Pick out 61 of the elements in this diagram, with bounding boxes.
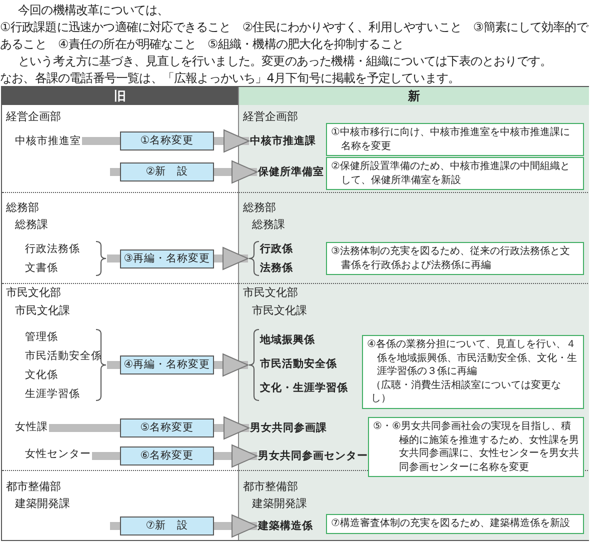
department-name: 総務課	[15, 218, 48, 232]
department-name: 建築開発課	[15, 497, 70, 511]
department-name: 総務部	[6, 201, 39, 215]
note-text: （広聴・消費生活相談室については変更なし）	[370, 378, 562, 406]
note-box	[326, 123, 584, 156]
unit-name: 男女共同参画センター	[258, 449, 368, 463]
department-name: 市民文化課	[252, 304, 307, 318]
department-name: 都市整備部	[243, 480, 298, 494]
column-header: 新	[238, 87, 589, 105]
edge-label: ⑤名称変更	[120, 418, 214, 438]
department-name: 総務課	[252, 218, 285, 232]
note-box	[326, 242, 584, 275]
unit-name: 文書係	[25, 261, 58, 275]
intro-text: ①行政課題に迅速かつ適確に対応できること ②住民にわかりやすく、利用しやすいこと ③簡素にして効率的であること ④責任の所在が明確なこと ⑤組織・機構の肥大化を抑制すること	[0, 19, 590, 53]
department-name: 建築開発課	[252, 497, 307, 511]
note-box	[326, 514, 584, 534]
brace-drawing	[249, 241, 259, 276]
note-text: ④各係の業務分担について、見直しを行い、４係を地域振興係、市民活動安全係、文化・生涯学習係の３係に再編	[367, 338, 578, 378]
unit-name: 保健所準備室	[258, 165, 324, 179]
intro-text: 今回の機構改革については、	[17, 2, 170, 19]
unit-name: 建築構造係	[258, 519, 313, 533]
unit-name: 生涯学習係	[25, 387, 80, 401]
unit-name: 男女共同参画課	[250, 421, 327, 435]
unit-name: 地域振興係	[260, 333, 315, 347]
column-header: 旧	[2, 87, 238, 105]
edge-label: ⑦新 設	[120, 516, 214, 536]
department-name: 経営企画部	[6, 110, 61, 124]
note-text: ②保健所設置準備のため、中核市推進課の中間組織として、保健所準備室を新設	[331, 160, 571, 187]
brace-drawing	[249, 329, 259, 401]
note-text: ⑦構造審査体制の充実を図るため、建築構造係を新設	[331, 517, 571, 530]
unit-name: 中核市推進室	[15, 134, 81, 148]
intro-text: なお、各課の電話番号一覧は、「広報よっかいち」4月下旬号に掲載を予定しています。	[0, 70, 461, 87]
note-box	[326, 157, 584, 190]
department-name: 都市整備部	[6, 480, 61, 494]
note-text: ①中核市移行に向け、中核市推進室を中核市推進課に名称を変更	[331, 126, 571, 153]
intro-text: という考え方に基づき、見直しを行いました。変更のあった機構・組織については下表のとおりです。	[17, 53, 553, 70]
unit-name: 市民活動安全係	[25, 349, 102, 363]
department-name: 市民文化課	[15, 304, 70, 318]
edge-label: ⑥名称変更	[120, 446, 214, 466]
unit-name: 文化・生涯学習係	[260, 381, 348, 395]
unit-name: 市民活動安全係	[260, 357, 337, 371]
unit-name: 女性課	[15, 420, 48, 434]
unit-name: 文化係	[25, 368, 58, 382]
note-box	[362, 335, 584, 408]
edge-label: ④再編・名称変更	[120, 356, 214, 374]
department-name: 市民文化部	[243, 286, 298, 300]
edge-label: ②新 設	[120, 162, 214, 182]
edge-label: ③再編・名称変更	[120, 249, 214, 268]
note-text: ③法務体制の充実を図るため、従来の行政法務係と文書係を行政係および法務係に再編	[331, 245, 571, 272]
note-text: ⑤・⑥男女共同参画社会の実現を目指し、積極的に施策を推進するため、女性課を男女共同参画課に、女性センターを男女共同参画センターに名称を変更	[373, 420, 579, 474]
department-name: 経営企画部	[243, 110, 298, 124]
department-name: 総務部	[243, 201, 276, 215]
unit-name: 法務係	[260, 261, 293, 275]
brace-drawing	[96, 241, 106, 276]
edge-label: ①名称変更	[120, 132, 214, 150]
unit-name: 行政係	[260, 242, 293, 256]
unit-name: 管理係	[25, 330, 58, 344]
unit-name: 行政法務係	[25, 242, 80, 256]
department-name: 市民文化部	[6, 286, 61, 300]
unit-name: 女性センター	[25, 447, 91, 461]
unit-name: 中核市推進課	[250, 134, 316, 148]
